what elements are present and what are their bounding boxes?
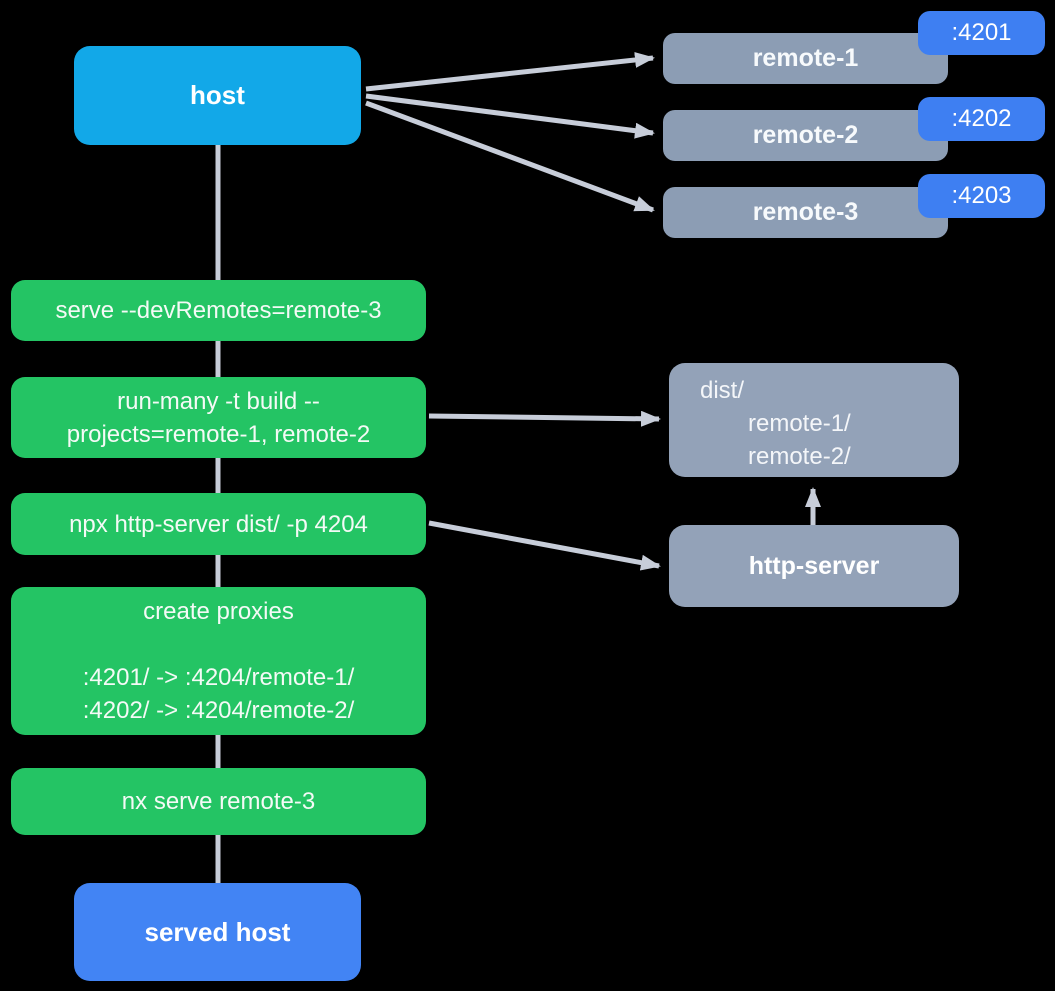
arrow-host-remote-3: [365, 100, 655, 213]
dist-remote-2-label: remote-2/: [748, 443, 851, 470]
proxy-mapping-2: :4202/ -> :4204/remote-2/: [82, 697, 355, 724]
step-serve-devremotes: serve --devRemotes=remote-3: [11, 280, 426, 341]
arrow-host-remote-2: [365, 93, 655, 139]
host-label: host: [190, 80, 245, 110]
arrow-npx-httpserver: [428, 520, 661, 571]
step-serve-text: serve --devRemotes=remote-3: [55, 297, 382, 324]
host-node: host: [74, 46, 361, 145]
step-nx-serve-text: nx serve remote-3: [121, 788, 316, 815]
remote-3-node: remote-3: [663, 187, 948, 238]
http-server-label: http-server: [748, 551, 880, 580]
dist-folder-node: dist/ remote-1/ remote-2/: [669, 363, 959, 477]
dist-root-label: dist/: [700, 377, 745, 404]
remote-2-node: remote-2: [663, 110, 948, 161]
remote-3-port: :4203: [951, 182, 1012, 209]
arrow-host-remote-1: [365, 51, 655, 92]
step-run-many-build: run-many -t build -- projects=remote-1, …: [11, 377, 426, 458]
create-proxies-title: create proxies: [143, 598, 294, 625]
served-host-label: served host: [144, 916, 291, 947]
remote-3-port-badge: :4203: [918, 174, 1045, 218]
step-run-many-line-1: run-many -t build --: [117, 387, 320, 415]
remote-2-port-badge: :4202: [918, 97, 1045, 141]
step-npx-http-server: npx http-server dist/ -p 4204: [11, 493, 426, 555]
arrow-runmany-dist: [428, 410, 661, 427]
remote-1-port: :4201: [951, 19, 1012, 46]
served-host-node: served host: [74, 883, 361, 981]
remote-2-label: remote-2: [752, 121, 859, 149]
remote-1-port-badge: :4201: [918, 11, 1045, 55]
step-nx-serve-remote-3: nx serve remote-3: [11, 768, 426, 835]
step-create-proxies: create proxies :4201/ -> :4204/remote-1/…: [11, 587, 426, 735]
dist-remote-1-label: remote-1/: [748, 410, 851, 437]
remote-3-label: remote-3: [752, 198, 859, 226]
remote-1-node: remote-1: [663, 33, 948, 84]
http-server-node: http-server: [669, 525, 959, 607]
step-run-many-line-2: projects=remote-1, remote-2: [66, 420, 371, 448]
remote-2-port: :4202: [951, 105, 1012, 132]
remote-1-label: remote-1: [752, 44, 859, 72]
proxy-mapping-1: :4201/ -> :4204/remote-1/: [82, 664, 355, 691]
step-npx-text: npx http-server dist/ -p 4204: [69, 510, 368, 538]
